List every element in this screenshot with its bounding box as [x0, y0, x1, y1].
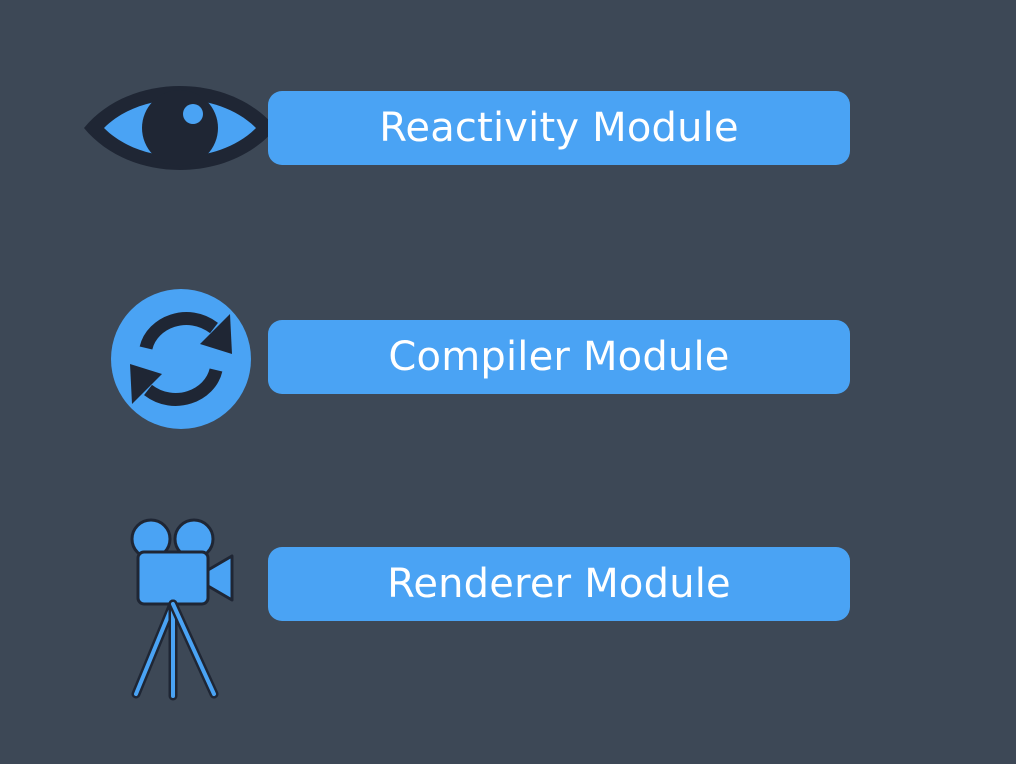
eye-icon: [84, 86, 276, 170]
reactivity-module-box: Reactivity Module: [268, 91, 850, 165]
refresh-icon: [111, 289, 251, 429]
renderer-module-box: Renderer Module: [268, 547, 850, 621]
movie-camera-icon: [130, 518, 234, 701]
compiler-module-box: Compiler Module: [268, 320, 850, 394]
